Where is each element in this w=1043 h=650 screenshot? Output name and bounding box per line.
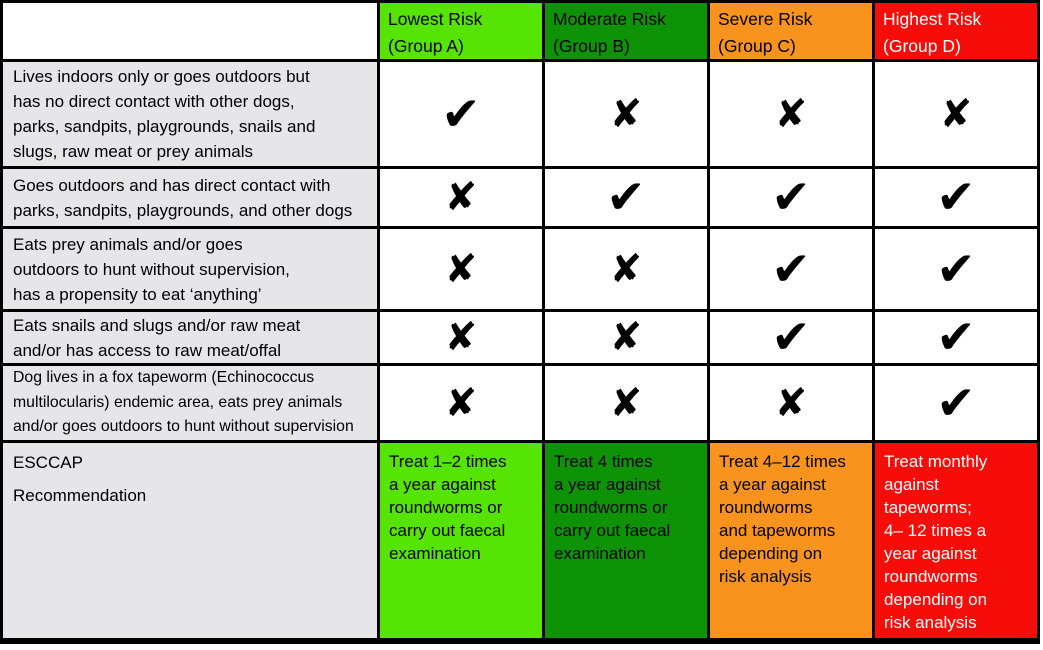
check-icon: ✔	[875, 169, 1037, 226]
cross-icon: ✘	[545, 312, 707, 363]
row-description: Dog lives in a fox tapeworm (Echinococcu…	[3, 366, 377, 440]
row-description: Lives indoors only or goes outdoors but …	[3, 62, 377, 166]
column-header-group-a: Lowest Risk (Group A)	[380, 3, 542, 59]
check-icon: ✔	[875, 312, 1037, 363]
footer-label-line1: ESCCAP	[13, 453, 83, 472]
recommendation-group-b: Treat 4 times a year against roundworms …	[545, 443, 707, 638]
empty-header-cell	[3, 3, 377, 59]
cross-icon: ✘	[380, 169, 542, 226]
column-header-subtitle: (Group A)	[388, 36, 464, 56]
check-icon: ✔	[710, 169, 872, 226]
check-icon: ✔	[710, 312, 872, 363]
column-header-title: Highest Risk	[883, 9, 982, 29]
column-header-subtitle: (Group D)	[883, 36, 961, 56]
footer-label-line2: Recommendation	[13, 486, 147, 505]
column-header-title: Lowest Risk	[388, 9, 483, 29]
cross-icon: ✘	[875, 62, 1037, 166]
cross-icon: ✘	[380, 229, 542, 309]
cross-icon: ✘	[710, 366, 872, 440]
column-header-subtitle: (Group C)	[718, 36, 796, 56]
recommendation-group-c: Treat 4–12 times a year against roundwor…	[710, 443, 872, 638]
recommendation-group-a: Treat 1–2 times a year against roundworm…	[380, 443, 542, 638]
recommendation-group-d: Treat monthly against tapeworms; 4– 12 t…	[875, 443, 1037, 638]
check-icon: ✔	[710, 229, 872, 309]
column-header-subtitle: (Group B)	[553, 36, 630, 56]
footer-label: ESCCAP Recommendation	[3, 443, 377, 638]
cross-icon: ✘	[380, 366, 542, 440]
check-icon: ✔	[875, 366, 1037, 440]
row-description: Eats prey animals and/or goes outdoors t…	[3, 229, 377, 309]
row-description: Eats snails and slugs and/or raw meat an…	[3, 312, 377, 363]
cross-icon: ✘	[545, 62, 707, 166]
column-header-title: Severe Risk	[718, 9, 813, 29]
row-description: Goes outdoors and has direct contact wit…	[3, 169, 377, 226]
column-header-group-b: Moderate Risk (Group B)	[545, 3, 707, 59]
check-icon: ✔	[545, 169, 707, 226]
check-icon: ✔	[875, 229, 1037, 309]
column-header-group-d: Highest Risk (Group D)	[875, 3, 1037, 59]
cross-icon: ✘	[545, 366, 707, 440]
cross-icon: ✘	[710, 62, 872, 166]
check-icon: ✔	[380, 62, 542, 166]
cross-icon: ✘	[380, 312, 542, 363]
column-header-group-c: Severe Risk (Group C)	[710, 3, 872, 59]
column-header-title: Moderate Risk	[553, 9, 666, 29]
cross-icon: ✘	[545, 229, 707, 309]
